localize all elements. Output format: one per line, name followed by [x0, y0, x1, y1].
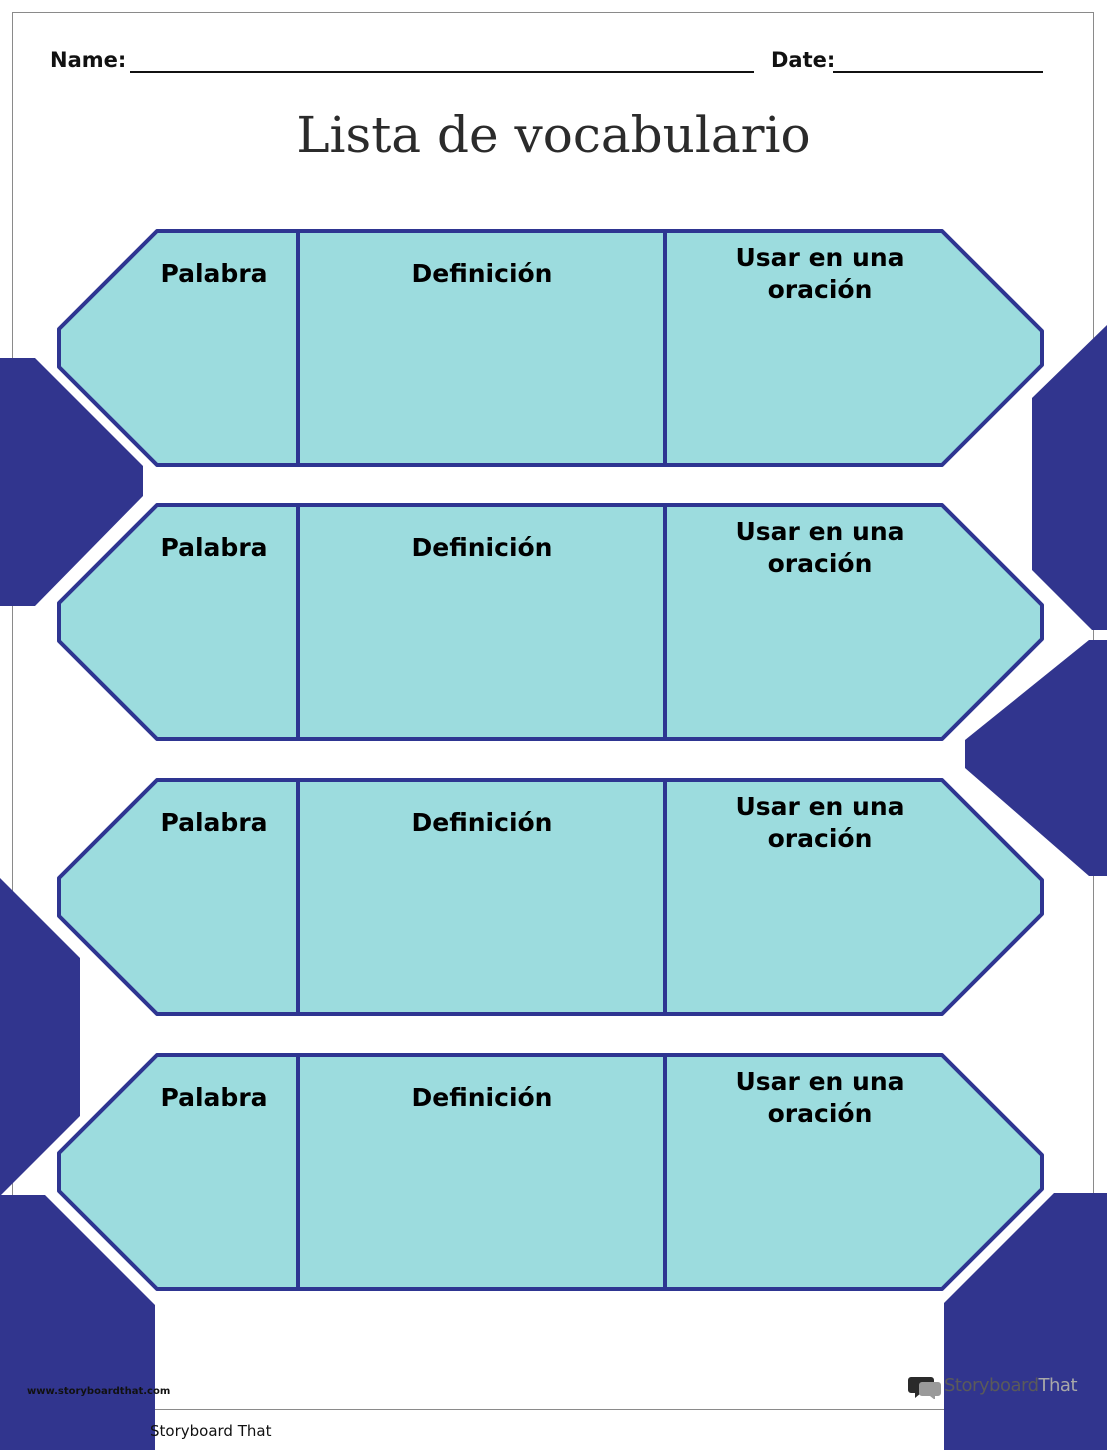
sentence-header: Usar en una oración: [668, 242, 972, 306]
decor-left-upper: [0, 358, 143, 606]
brand-name-part2: That: [1038, 1375, 1078, 1396]
word-header: Palabra: [160, 808, 268, 837]
decor-right-bottom: [944, 1193, 1107, 1450]
vocab-row-shape: [57, 229, 1044, 467]
sentence-header: Usar en una oración: [668, 1066, 972, 1130]
sentence-header-line2: oración: [767, 275, 873, 304]
vocab-row: Palabra Definición Usar en una oración: [0, 1052, 1107, 1296]
storyboardthat-logo-icon: [908, 1377, 941, 1399]
definition-header: Definición: [411, 259, 553, 288]
vocab-row: Palabra Definición Usar en una oración: [0, 502, 1107, 746]
footer-url[interactable]: www.storyboardthat.com: [27, 1386, 171, 1397]
word-header: Palabra: [160, 1083, 268, 1112]
word-header: Palabra: [160, 533, 268, 562]
footer-copyright: Storyboard That: [150, 1422, 272, 1440]
vocab-row-shape: [57, 503, 1044, 741]
vocab-row: Palabra Definición Usar en una oración: [0, 777, 1107, 1021]
vocab-row-shape: [57, 778, 1044, 1016]
decor-right-middle: [965, 640, 1107, 876]
page-title: Lista de vocabulario: [296, 106, 811, 164]
vocab-row: Palabra Definición Usar en una oración: [0, 228, 1107, 472]
sentence-header-line2: oración: [767, 824, 873, 853]
definition-header: Definición: [411, 533, 553, 562]
name-line[interactable]: [130, 71, 754, 73]
decor-left-lower: [0, 878, 80, 1196]
date-label: Date:: [771, 48, 836, 72]
brand-name: StoryboardThat: [944, 1375, 1078, 1396]
sentence-header-line1: Usar en una: [735, 1067, 905, 1096]
sentence-header-line1: Usar en una: [735, 792, 905, 821]
sentence-header-line2: oración: [767, 549, 873, 578]
decor-left-bottom: [0, 1195, 155, 1450]
decor-right-upper: [1032, 325, 1107, 630]
name-label: Name:: [50, 48, 127, 72]
definition-header: Definición: [411, 808, 553, 837]
sentence-header: Usar en una oración: [668, 791, 972, 855]
date-line[interactable]: [833, 71, 1043, 73]
sentence-header-line2: oración: [767, 1099, 873, 1128]
sentence-header-line1: Usar en una: [735, 243, 905, 272]
brand-name-part1: Storyboard: [944, 1375, 1039, 1396]
header-row: Name: Date:: [50, 46, 1045, 76]
vocab-row-shape: [57, 1053, 1044, 1291]
sentence-header: Usar en una oración: [668, 516, 972, 580]
sentence-header-line1: Usar en una: [735, 517, 905, 546]
word-header: Palabra: [160, 259, 268, 288]
definition-header: Definición: [411, 1083, 553, 1112]
